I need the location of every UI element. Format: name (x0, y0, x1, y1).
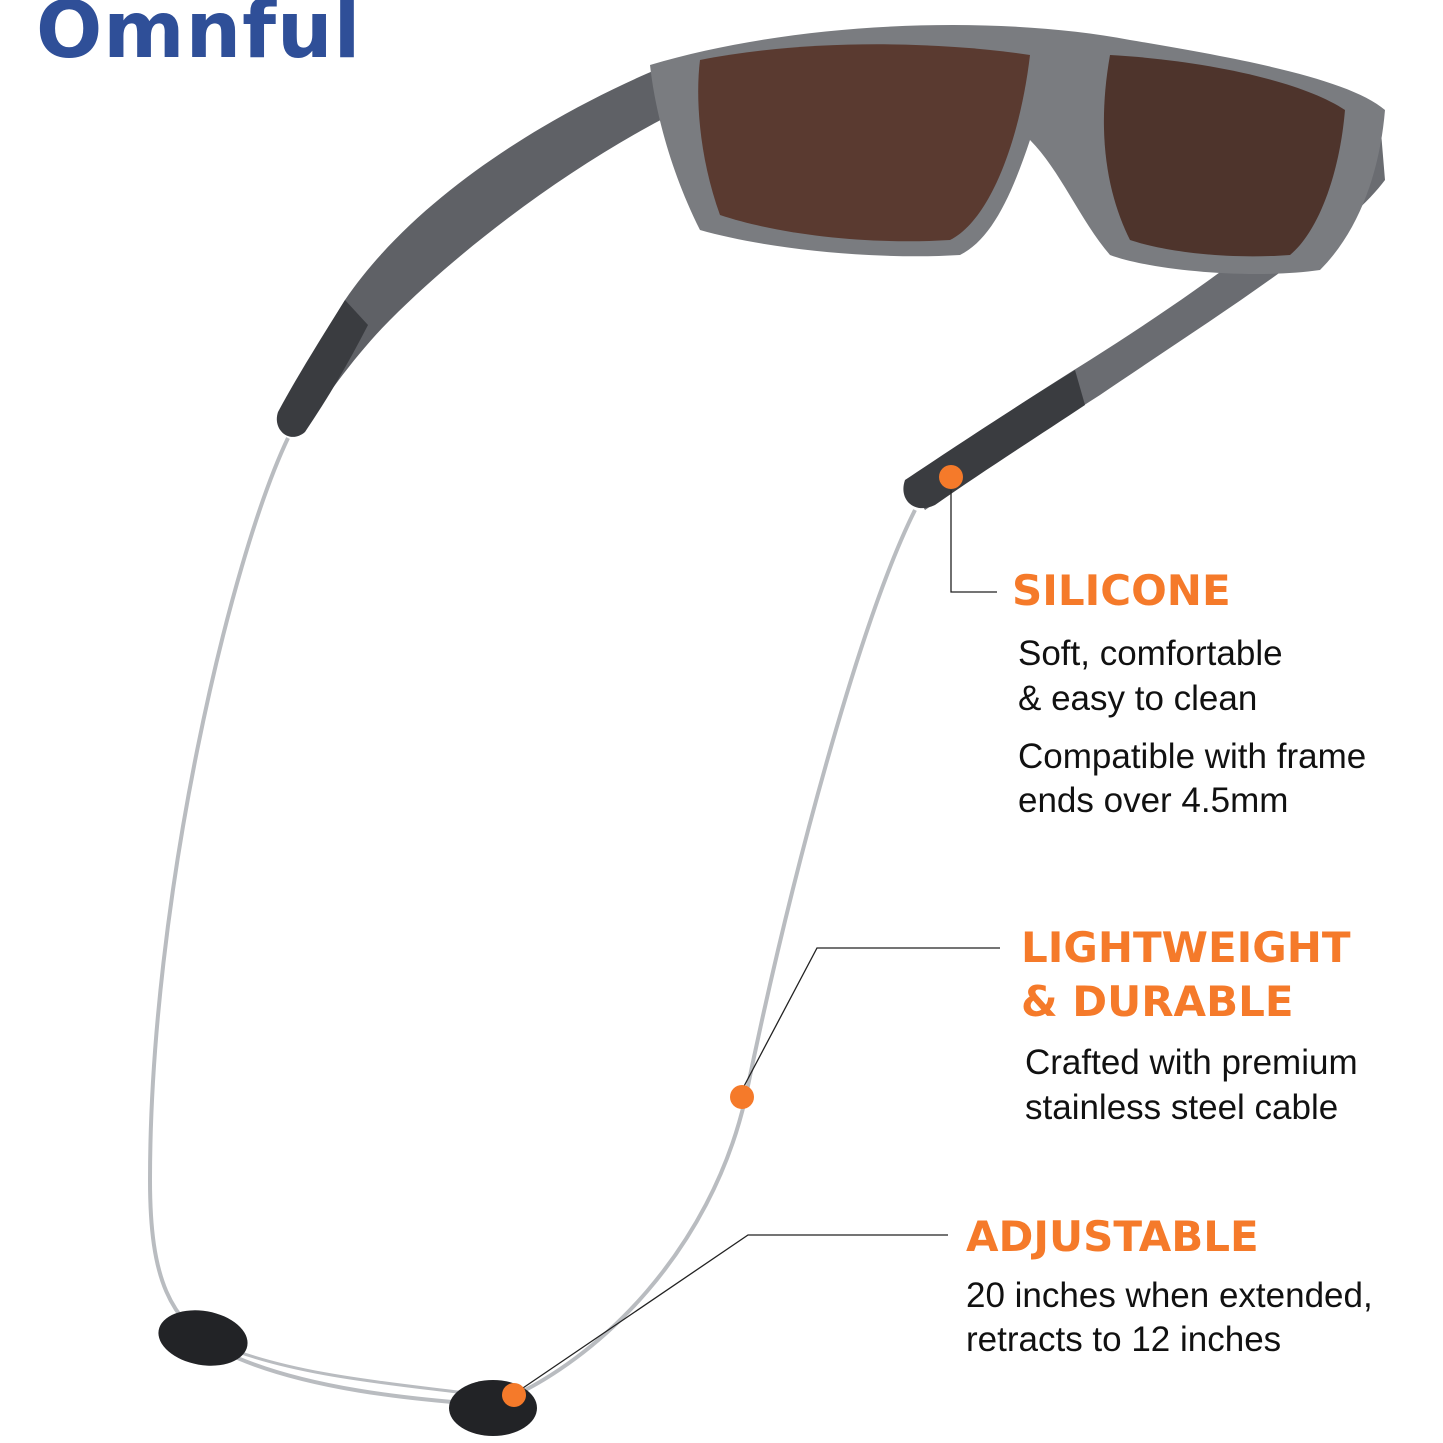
left-lens (698, 44, 1030, 242)
feature-title-silicone: SILICONE (1012, 566, 1231, 615)
feature-text: Soft, comfortable (1018, 634, 1283, 673)
right-lens (1103, 55, 1345, 257)
callout-dots (502, 465, 963, 1407)
cord-slider (158, 1310, 248, 1366)
feature-text: ends over 4.5mm (1018, 781, 1289, 820)
brand-logo: Omnful (36, 0, 362, 76)
left-tip (276, 300, 368, 437)
feature-text: 20 inches when extended, (966, 1276, 1373, 1315)
feature-text: Compatible with frame (1018, 737, 1367, 776)
left-temple (285, 68, 680, 435)
feature-text: & easy to clean (1018, 679, 1258, 718)
right-tip (903, 370, 1085, 509)
feature-text: stainless steel cable (1025, 1088, 1339, 1127)
steel-cable (147, 437, 917, 1407)
feature-title-lightweight: LIGHTWEIGHT (1021, 923, 1351, 972)
callout-lines (519, 490, 1000, 1391)
feature-title-adjustable: ADJUSTABLE (966, 1212, 1259, 1261)
feature-text: retracts to 12 inches (966, 1320, 1282, 1359)
feature-title-durable: & DURABLE (1021, 977, 1294, 1026)
feature-text: Crafted with premium (1025, 1043, 1358, 1082)
